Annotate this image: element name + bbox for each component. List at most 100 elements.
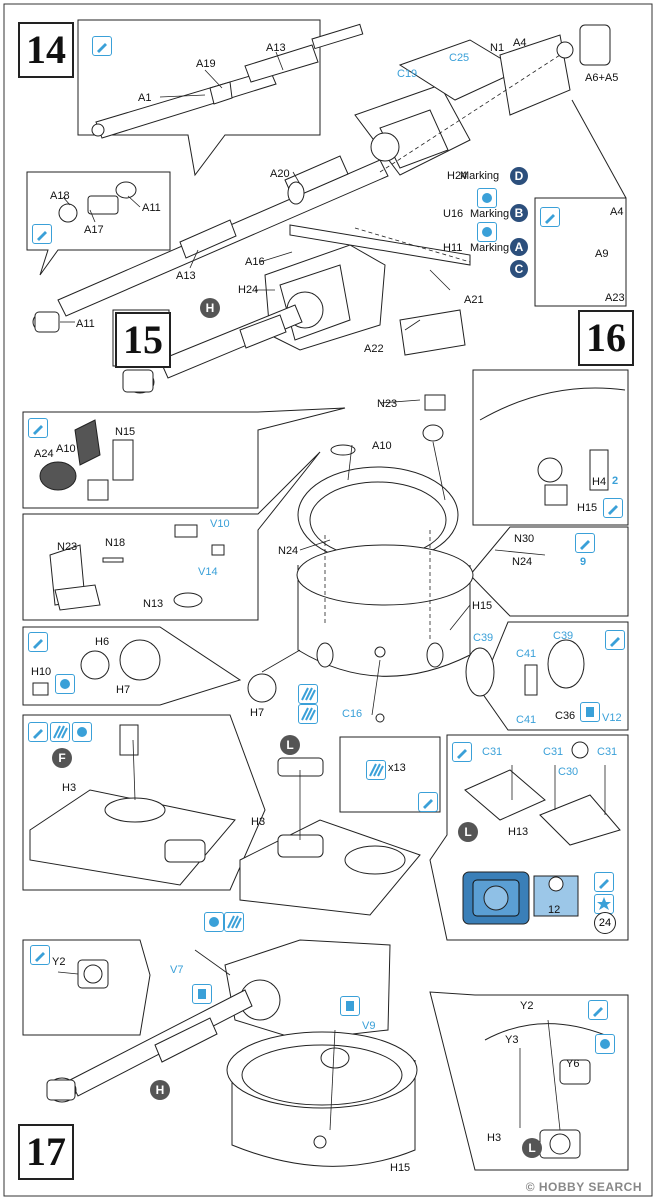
cement-icon [30,945,50,965]
part-label: A6+A5 [585,72,619,84]
part-label: N30 [514,533,535,545]
part-label: A22 [364,343,384,355]
part-label: N23 [377,398,398,410]
part-label: V14 [198,566,218,578]
part-label: C25 [449,52,470,64]
cement-icon [32,224,52,244]
part-label: Y6 [566,1058,580,1070]
step-number-17: 17 [18,1124,74,1180]
drill-icon [580,702,600,722]
part-label: H3 [251,816,266,828]
part-label: A19 [196,58,216,70]
decal-icon [595,1034,615,1054]
part-label: A16 [245,256,265,268]
part-label: N18 [105,537,126,549]
part-label: H15 [577,502,598,514]
part-label: H3 [487,1132,502,1144]
cement-icon [575,533,595,553]
part-label: H13 [508,826,529,838]
callout-L: L [280,735,300,755]
marking-part: H11 [443,242,463,254]
cement-icon [28,632,48,652]
part-label: V7 [170,964,184,976]
decal-icon [55,674,75,694]
part-label: Y3 [505,1034,519,1046]
part-label: N24 [512,556,533,568]
part-label: V10 [210,518,230,530]
callout-F: F [52,748,72,768]
multiplier: 2 [612,475,619,487]
marking-letter: C [510,260,528,278]
part-label: V9 [362,1020,376,1032]
cement-icon [603,498,623,518]
step-number-16: 16 [578,310,634,366]
marking-label: Marking [470,208,510,220]
part-label: H24 [447,170,468,182]
cement-icon [540,207,560,227]
paint-stripes-icon [366,760,386,780]
part-label: H7 [116,684,131,696]
part-label: A23 [605,292,625,304]
multiplier: 9 [580,556,587,568]
part-label: A13 [266,42,286,54]
part-label: C31 [482,746,503,758]
callout-H: H [150,1080,170,1100]
part-label: A21 [464,294,484,306]
part-label: A11 [76,318,95,330]
star-icon [594,894,614,914]
cement-icon [605,630,625,650]
part-label: C36 [555,710,576,722]
part-label: A11 [142,202,161,214]
part-label: H10 [31,666,52,678]
part-label: C39 [473,632,494,644]
part-label: A1 [138,92,152,104]
part-label: A4 [610,206,624,218]
decal-icon [72,722,92,742]
part-label: x13 [388,762,406,774]
marking-part: U16 [443,208,464,220]
part-label: C39 [553,630,574,642]
paint-stripes-icon [298,684,318,704]
part-label: A10 [56,443,76,455]
callout-H: H [200,298,220,318]
part-label: Y2 [520,1000,534,1012]
part-label: A18 [50,190,70,202]
part-label: H15 [472,600,493,612]
cement-icon [92,36,112,56]
part-label: H15 [390,1162,411,1174]
marking-label: Marking [470,242,510,254]
part-label: A17 [84,224,104,236]
part-label: N1 [490,42,505,54]
part-label: A24 [34,448,54,460]
part-label: N24 [278,545,299,557]
decal-number-circle: 24 [594,912,616,934]
part-label: H7 [250,707,265,719]
callout-L: L [522,1138,542,1158]
watermark: © HOBBY SEARCH [525,1180,642,1194]
part-label: A13 [176,270,196,282]
marking-letter: B [510,204,528,222]
cement-icon [452,742,472,762]
decal-icon [477,222,497,242]
part-label: C16 [342,708,363,720]
marking-letter: D [510,167,528,185]
part-label: C19 [397,68,418,80]
paint-stripes-icon [224,912,244,932]
cement-icon [588,1000,608,1020]
drill-icon [192,984,212,1004]
step-number-15: 15 [115,312,171,368]
decal-number: 12 [548,904,561,916]
part-label: A9 [595,248,609,260]
part-label: C31 [543,746,564,758]
decal-icon [477,188,497,208]
marking-label: Marking [460,170,500,182]
part-label: C41 [516,648,537,660]
part-label: A10 [372,440,392,452]
part-label: V12 [602,712,622,724]
part-label: H4 [592,476,607,488]
cement-icon [28,722,48,742]
part-label: C41 [516,714,537,726]
part-label: H3 [62,782,77,794]
